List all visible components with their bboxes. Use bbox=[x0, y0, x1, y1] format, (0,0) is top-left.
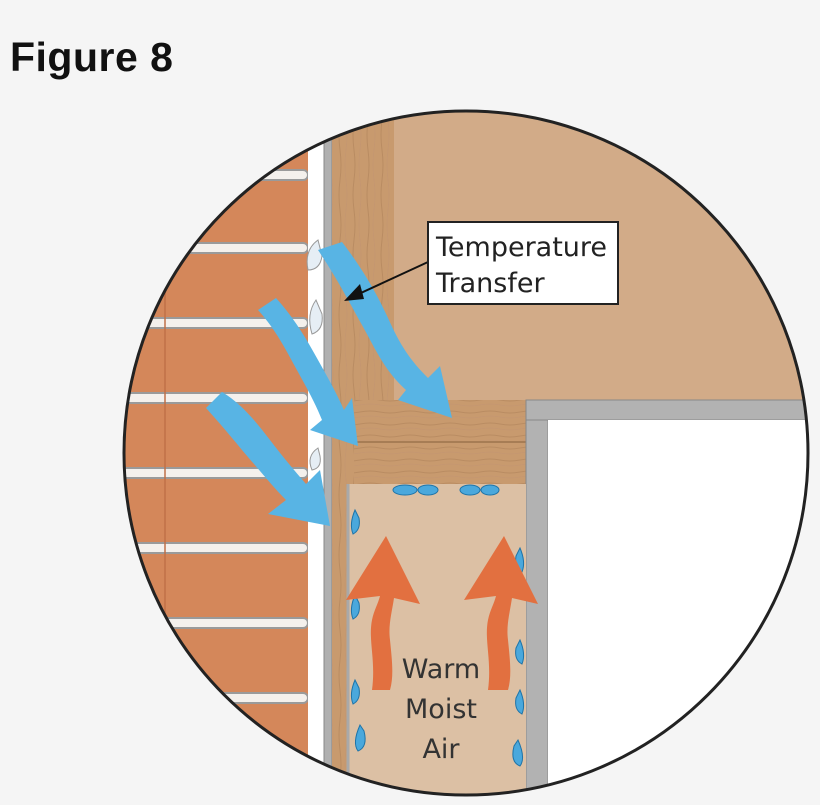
warm-air-arrows bbox=[346, 536, 538, 690]
interior-room bbox=[548, 420, 808, 795]
air-label-line-2: Moist bbox=[405, 694, 477, 725]
callout-line-2: Transfer bbox=[435, 268, 545, 299]
air-label-line-1: Warm bbox=[402, 654, 480, 685]
cold-arrow-middle bbox=[258, 298, 358, 446]
cold-arrow-lower bbox=[206, 392, 330, 526]
cold-arrow-upper bbox=[318, 242, 452, 418]
temperature-transfer-callout: Temperature Transfer bbox=[427, 221, 619, 305]
sheathing bbox=[323, 111, 333, 795]
callout-leader bbox=[344, 261, 429, 301]
condensation-droplets bbox=[306, 239, 525, 767]
ceiling-trim bbox=[525, 399, 808, 421]
warm-moist-air-label: Warm Moist Air bbox=[402, 654, 480, 765]
figure-title: Figure 8 bbox=[10, 34, 174, 80]
callout-line-1: Temperature bbox=[435, 232, 607, 263]
warm-arrow-left bbox=[346, 536, 420, 690]
interior-wall-trim bbox=[525, 419, 549, 795]
detail-circle-outline bbox=[122, 109, 810, 797]
cold-air-arrows bbox=[206, 242, 452, 526]
warm-arrow-right bbox=[464, 536, 538, 690]
air-label-line-3: Air bbox=[422, 734, 460, 765]
